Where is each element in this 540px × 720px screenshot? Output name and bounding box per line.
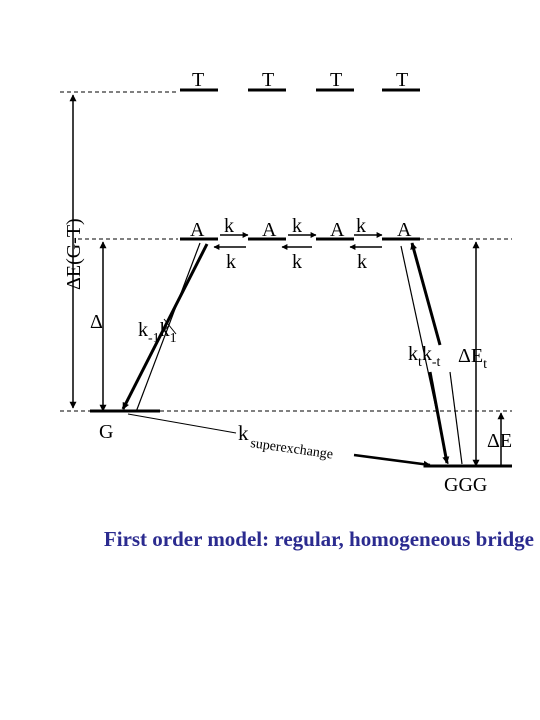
injection-down-arrow	[121, 243, 209, 410]
label-a-4: A	[397, 219, 412, 241]
injection-thin-line	[163, 318, 177, 335]
superexchange-line-thin	[127, 413, 237, 434]
rate-forward-1: k	[224, 215, 234, 237]
superexchange-rate-sub: superexchange	[249, 436, 333, 462]
gap-et-sub: t	[483, 357, 487, 372]
superexchange-line-thick	[353, 453, 431, 468]
energy-levels	[90, 88, 512, 468]
energy-gap-labels: ΔE(G-T) Δ ΔEt ΔE	[63, 218, 512, 452]
gap-et-label: ΔEt	[458, 345, 487, 372]
figure-caption: First order model: regular, homogeneous …	[0, 527, 540, 552]
level-labels: T T T T A A A A G GGG	[99, 69, 487, 496]
label-t-2: T	[262, 69, 274, 91]
rate-backward-3: k	[357, 251, 367, 273]
label-ggg: GGG	[444, 474, 487, 496]
injection-rate-b-sub: 1	[170, 331, 177, 346]
trap-lower-line	[449, 371, 463, 465]
gap-et-main: ΔE	[458, 345, 483, 367]
gap-e-label: ΔE	[487, 430, 512, 452]
rate-backward-2: k	[292, 251, 302, 273]
label-a-2: A	[262, 219, 277, 241]
label-a-3: A	[330, 219, 345, 241]
gap-gt-label: ΔE(G-T)	[63, 218, 85, 290]
injection-rate-b: k	[160, 319, 170, 341]
injection-rate-label: k-1k1	[138, 319, 177, 346]
energy-gap-arrows	[69, 94, 505, 467]
hopping-arrows	[213, 232, 383, 250]
caption-text: First order model: regular, homogeneous …	[103, 527, 534, 551]
trap-rate-a: k	[408, 343, 418, 365]
label-t-3: T	[330, 69, 342, 91]
trapping-arrows	[400, 242, 463, 465]
trap-rate-b-sub: -t	[432, 355, 441, 370]
superexchange-arrow	[127, 413, 431, 468]
injection-arrows	[121, 242, 209, 413]
rate-forward-2: k	[292, 215, 302, 237]
label-a-1: A	[190, 219, 205, 241]
injection-up-line	[135, 242, 201, 413]
trap-up-arrow	[410, 242, 442, 346]
rate-forward-3: k	[356, 215, 366, 237]
trap-down-arrow	[428, 371, 450, 464]
hopping-labels: k k k k k k	[224, 215, 367, 273]
trap-rate-b: k	[422, 343, 432, 365]
rate-backward-1: k	[226, 251, 236, 273]
injection-rate-a-sub: -1	[148, 331, 160, 346]
injection-rate-a: k	[138, 319, 148, 341]
trap-rate-a-sub: t	[418, 355, 422, 370]
gap-delta-label: Δ	[90, 311, 103, 333]
trap-rate-label: ktk-t	[408, 343, 441, 370]
label-t-4: T	[396, 69, 408, 91]
label-t-1: T	[192, 69, 204, 91]
reference-lines	[60, 91, 512, 412]
superexchange-label: k superexchange	[238, 421, 334, 463]
superexchange-rate: k	[238, 421, 249, 445]
label-g: G	[99, 421, 113, 443]
